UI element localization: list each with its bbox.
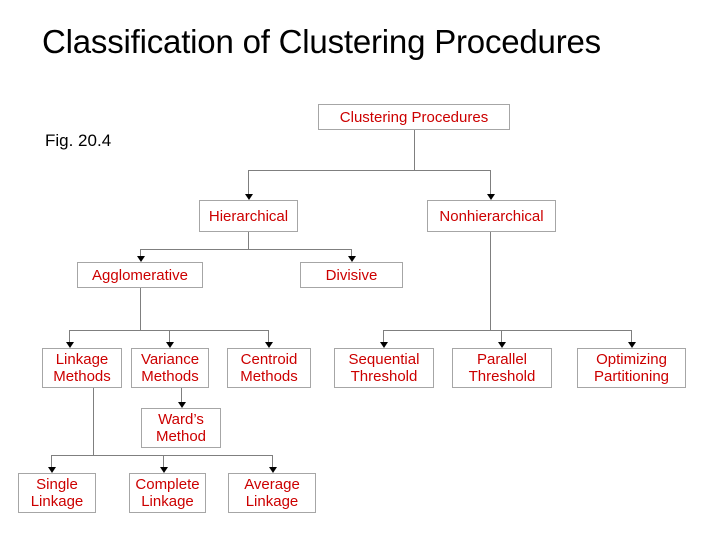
page-title: Classification of Clustering Procedures xyxy=(42,23,601,60)
arrowhead-nonhierarchical xyxy=(487,194,495,200)
arrowhead-optimizing-partitioning xyxy=(628,342,636,348)
connector-linkage-to-single xyxy=(51,455,52,467)
node-label: Parallel Threshold xyxy=(468,351,536,385)
node-centroid-methods[interactable]: Centroid Methods xyxy=(227,348,311,388)
connector-root-to-nonhierarchical xyxy=(490,170,491,194)
node-label: Variance Methods xyxy=(140,351,200,385)
connector-nonhierarchical-to-sequential xyxy=(383,330,384,342)
connector-hierarchical-bus xyxy=(140,249,352,250)
connector-root-bus xyxy=(248,170,491,171)
node-single-linkage[interactable]: Single Linkage xyxy=(18,473,96,513)
arrowhead-sequential-threshold xyxy=(380,342,388,348)
connector-hierarchical-stem xyxy=(248,232,249,249)
node-label: Single Linkage xyxy=(30,476,84,510)
node-average-linkage[interactable]: Average Linkage xyxy=(228,473,316,513)
node-label: Ward’s Method xyxy=(155,411,207,445)
connector-nonhierarchical-bus xyxy=(383,330,632,331)
node-wards-method[interactable]: Ward’s Method xyxy=(141,408,221,448)
figure-label: Fig. 20.4 xyxy=(45,131,112,150)
node-sequential-threshold[interactable]: Sequential Threshold xyxy=(334,348,434,388)
node-label: Hierarchical xyxy=(208,207,289,225)
connector-linkage-to-complete xyxy=(163,455,164,467)
arrowhead-wards-method xyxy=(178,402,186,408)
connector-root-stem xyxy=(414,130,415,170)
arrowhead-single-linkage xyxy=(48,467,56,473)
node-parallel-threshold[interactable]: Parallel Threshold xyxy=(452,348,552,388)
node-agglomerative[interactable]: Agglomerative xyxy=(77,262,203,288)
connector-nonhierarchical-to-optimizing xyxy=(631,330,632,342)
arrowhead-agglomerative xyxy=(137,256,145,262)
node-label: Sequential Threshold xyxy=(348,351,420,385)
connector-hierarchical-to-divisive xyxy=(351,249,352,256)
node-label: Clustering Procedures xyxy=(339,108,489,126)
connector-agglomerative-to-linkage xyxy=(69,330,70,342)
connector-agglomerative-to-centroid xyxy=(268,330,269,342)
node-label: Centroid Methods xyxy=(240,351,298,385)
connector-agglomerative-to-variance xyxy=(169,330,170,342)
node-label: Linkage Methods xyxy=(53,351,111,385)
arrowhead-divisive xyxy=(348,256,356,262)
node-label: Nonhierarchical xyxy=(439,207,544,225)
node-label: Complete Linkage xyxy=(135,476,200,510)
arrowhead-centroid-methods xyxy=(265,342,273,348)
arrowhead-linkage-methods xyxy=(66,342,74,348)
connector-linkage-stem xyxy=(93,388,94,455)
node-variance-methods[interactable]: Variance Methods xyxy=(131,348,209,388)
node-clustering-procedures[interactable]: Clustering Procedures xyxy=(318,104,510,130)
arrowhead-parallel-threshold xyxy=(498,342,506,348)
node-label: Average Linkage xyxy=(244,476,300,510)
connector-agglomerative-stem xyxy=(140,288,141,330)
node-hierarchical[interactable]: Hierarchical xyxy=(199,200,298,232)
connector-linkage-bus xyxy=(51,455,273,456)
connector-variance-to-wards xyxy=(181,388,182,402)
node-label: Divisive xyxy=(325,266,378,284)
node-divisive[interactable]: Divisive xyxy=(300,262,403,288)
connector-root-to-hierarchical xyxy=(248,170,249,194)
node-label: Agglomerative xyxy=(92,266,188,284)
connector-linkage-to-average xyxy=(272,455,273,467)
node-optimizing-partitioning[interactable]: Optimizing Partitioning xyxy=(577,348,686,388)
connector-hierarchical-to-agglomerative xyxy=(140,249,141,256)
connector-nonhierarchical-stem xyxy=(490,232,491,330)
arrowhead-average-linkage xyxy=(269,467,277,473)
connector-nonhierarchical-to-parallel xyxy=(501,330,502,342)
node-nonhierarchical[interactable]: Nonhierarchical xyxy=(427,200,556,232)
arrowhead-complete-linkage xyxy=(160,467,168,473)
node-label: Optimizing Partitioning xyxy=(593,351,670,385)
arrowhead-variance-methods xyxy=(166,342,174,348)
node-complete-linkage[interactable]: Complete Linkage xyxy=(129,473,206,513)
node-linkage-methods[interactable]: Linkage Methods xyxy=(42,348,122,388)
arrowhead-hierarchical xyxy=(245,194,253,200)
